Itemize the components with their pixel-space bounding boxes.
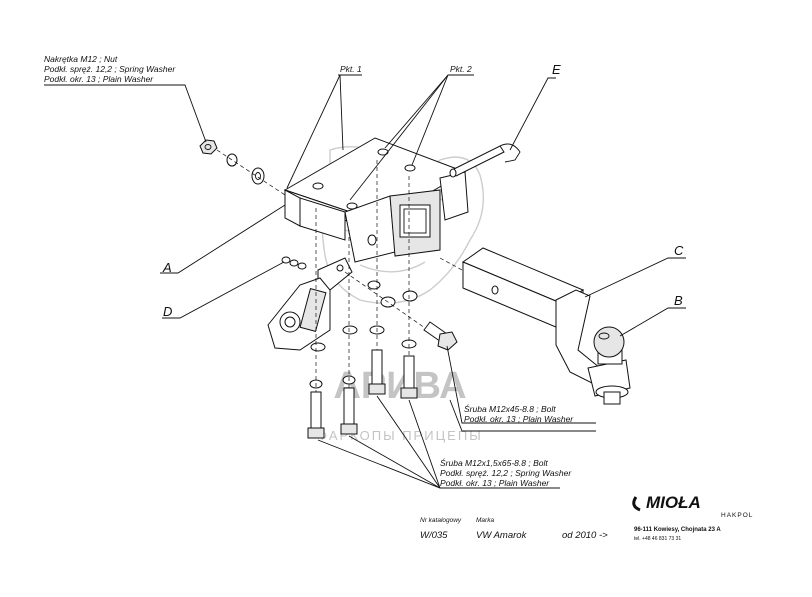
- footer-catalog-label: Nr katalogowy: [420, 517, 462, 524]
- washer: [367, 280, 381, 290]
- socket-fixing-bolt: [297, 262, 307, 270]
- brand-name: MIOŁA: [646, 493, 701, 512]
- callout-bolt65-line1: Śruba M12x1,5x65-8.8 ; Bolt: [440, 457, 548, 468]
- bolt-shank: [403, 355, 415, 389]
- callout-letter-e: E: [552, 62, 561, 77]
- ball-mount-pin-hole: [491, 285, 499, 295]
- imiola-logo: MIOŁA HAKPOL: [632, 493, 753, 519]
- bolt-head: [340, 423, 358, 435]
- leader-c: [584, 257, 686, 298]
- plain-washer: [251, 167, 265, 185]
- socket-bracket-d: [267, 256, 353, 351]
- footer-catalog-value: W/035: [420, 530, 448, 541]
- leader-b: [619, 307, 686, 337]
- leader-bolt45-washer: [449, 399, 596, 432]
- footer-make-label: Marka: [476, 517, 494, 524]
- hitch-pin-e: [449, 143, 521, 178]
- leader-d: [162, 261, 285, 319]
- spring-washer: [226, 153, 238, 167]
- washer: [342, 325, 358, 335]
- callout-pkt2: Pkt. 2: [450, 64, 472, 74]
- callout-nut-line2: Podkł. spręż. 12,2 ; Spring Washer: [44, 64, 176, 74]
- ball-bolt: [603, 391, 621, 405]
- bolt-shank: [343, 387, 355, 425]
- socket-grip: [299, 287, 327, 333]
- nut-m12-bore: [204, 144, 212, 150]
- plain-washer-bore: [255, 172, 261, 180]
- receiver-opening: [399, 204, 431, 238]
- socket-fixing-bolt: [281, 256, 291, 264]
- leader-bolt65: [376, 395, 441, 489]
- side-bolt-m12x45: [344, 271, 458, 351]
- receiver-pin-hole: [367, 234, 377, 246]
- leader-bolt65: [408, 399, 441, 489]
- frame-hole: [312, 182, 324, 190]
- callout-pkt1: Pkt. 1: [340, 64, 362, 74]
- upper-fasteners: [199, 139, 286, 196]
- leader-pkt1: [339, 74, 344, 151]
- watermark-title: АРИВА: [333, 365, 466, 407]
- brand-sub: HAKPOL: [721, 512, 753, 519]
- bolt-shank: [371, 349, 383, 385]
- logo-swoosh: [632, 496, 641, 512]
- leader-pkt2: [349, 74, 449, 201]
- watermark-subtitle: ФАРКОПЫ ПРИЦЕПЫ: [317, 428, 482, 443]
- callout-letter-c: C: [674, 243, 684, 258]
- callout-letter-d: D: [163, 304, 172, 319]
- bolt-head: [400, 387, 418, 399]
- callout-bolt65-line3: Podkł. okr. 13 ; Plain Washer: [440, 478, 550, 488]
- footer-make-value: VW Amarok: [476, 530, 528, 541]
- socket-fixing-bolt: [289, 259, 299, 267]
- leader-bolt65: [348, 435, 441, 489]
- callout-bolt65-line2: Podkł. spręż. 12,2 ; Spring Washer: [440, 468, 572, 478]
- leader-bolt45: [446, 345, 596, 424]
- washer: [402, 290, 418, 302]
- bolt-head: [368, 383, 386, 395]
- side-bolt-head: [437, 331, 458, 351]
- vertical-bolts: [307, 160, 463, 439]
- leader-e: [509, 77, 556, 151]
- frame-right-bracket: [439, 171, 469, 221]
- tow-ball: [593, 326, 625, 358]
- hitch-pin-head: [449, 168, 457, 178]
- footer-phone: tel. +48 46 831 73 31: [634, 536, 681, 542]
- bolt-head: [307, 427, 325, 439]
- ball-mount-c: [461, 247, 631, 405]
- leader-pkt2: [384, 74, 449, 149]
- leader-nut: [44, 84, 207, 143]
- side-bolt-axis: [344, 271, 426, 329]
- receiver-frame: [283, 137, 469, 263]
- nut-m12: [199, 139, 218, 155]
- receiver-opening-inner: [403, 208, 427, 234]
- callout-bolt45-line1: Śruba M12x45-8.8 ; Bolt: [464, 403, 556, 414]
- callout-nut-line1: Nakrętka M12 ; Nut: [44, 54, 118, 64]
- callout-nut-line3: Podkł. okr. 13 ; Plain Washer: [44, 74, 154, 84]
- leader-a: [160, 204, 286, 274]
- callout-letter-b: B: [674, 293, 683, 308]
- footer-address: 96-111 Kowiesy, Chojnata 23 A: [634, 527, 721, 533]
- leader-pkt1: [286, 74, 341, 189]
- leader-lines: [44, 74, 686, 489]
- callout-letter-a: A: [162, 260, 172, 275]
- leader-pkt2: [411, 74, 449, 166]
- socket-hole: [284, 316, 296, 328]
- callout-bolt45-line2: Podkł. okr. 13 ; Plain Washer: [464, 414, 574, 424]
- footer-year-value: od 2010 ->: [562, 530, 608, 541]
- assembly-axis: [216, 149, 286, 196]
- tow-ball-b: [593, 326, 625, 365]
- hitch-pin-clip: [499, 143, 521, 163]
- bolt-shank: [310, 391, 322, 429]
- frame-side-panel: [299, 197, 346, 241]
- socket-screw: [336, 264, 344, 272]
- washer: [310, 342, 326, 352]
- tow-ball-highlight: [598, 332, 610, 340]
- frame-hole: [404, 164, 416, 172]
